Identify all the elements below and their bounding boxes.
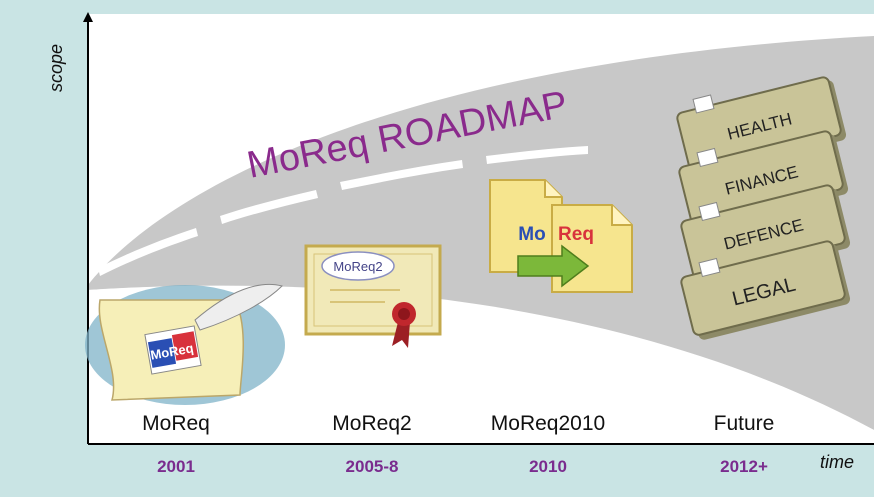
year-label-2005-8: 2005-8 xyxy=(345,457,399,476)
year-label-2010: 2010 xyxy=(529,457,567,476)
x-axis-label: time xyxy=(820,452,855,472)
stage-label-moreq2010: MoReq2010 xyxy=(490,412,606,435)
stage-label-moreq: MoReq xyxy=(142,412,210,435)
folder-finance: FINANCE xyxy=(678,130,849,230)
year-label-2012-plus: 2012+ xyxy=(720,457,768,476)
y-axis-label: scope xyxy=(46,43,66,92)
moreq2010-text-left: Mo xyxy=(518,224,545,245)
arrow-right-icon xyxy=(517,244,590,288)
moreq2010-documents-icon: Mo Req xyxy=(489,179,633,293)
future-folders-icon: HEALTH FINANCE DEFENCE LEGAL xyxy=(676,76,851,340)
road-band xyxy=(88,36,874,430)
folder-health: HEALTH xyxy=(676,76,847,176)
stage-label-moreq2: MoReq2 xyxy=(332,412,412,435)
moreq2-certificate-icon: MoReq2 xyxy=(304,244,442,348)
moreq-scroll-icon: MoReq xyxy=(85,283,285,405)
moreq2-certificate-text: MoReq2 xyxy=(333,259,382,274)
moreq-logo-text: MoReq xyxy=(149,340,194,362)
y-axis-arrow xyxy=(83,12,93,22)
year-label-2001: 2001 xyxy=(157,457,195,476)
folder-legal: LEGAL xyxy=(680,240,851,340)
road-lower-area xyxy=(88,285,874,444)
stage-label-future: Future xyxy=(713,412,775,435)
moreq2010-text-right: Req xyxy=(558,224,594,245)
